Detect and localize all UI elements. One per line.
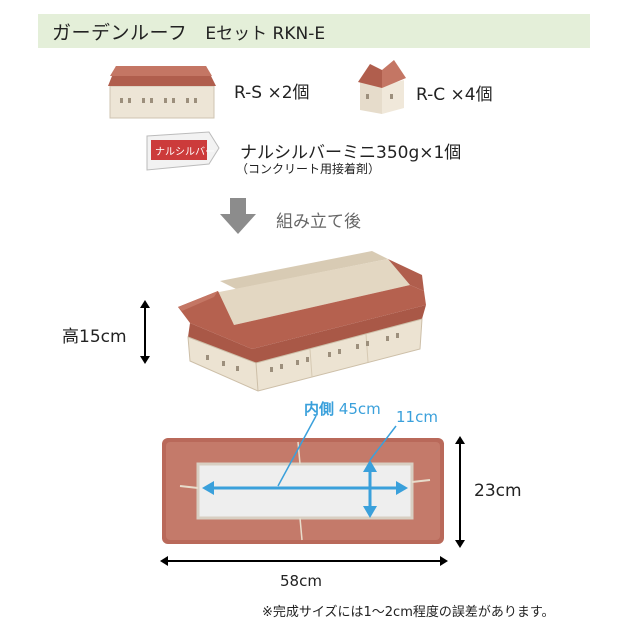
part-rs-label: R-S ×2個 (234, 83, 310, 103)
outer-depth-arrow (455, 436, 465, 548)
adhesive-tube-text: ナルシルバー (155, 146, 215, 158)
product-code: Eセット RKN-E (205, 23, 326, 44)
inner-length-label: 内側 45cm (304, 398, 381, 419)
title-bar: ガーデンルーフ Eセット RKN-E (38, 14, 590, 48)
product-title: ガーデンルーフ (52, 21, 188, 44)
assembly-label: 組み立て後 (276, 212, 361, 232)
part-rs-image (108, 66, 216, 119)
adhesive-tube-image: ナルシルバー (146, 131, 220, 171)
part-rc-label: R-C ×4個 (416, 85, 493, 105)
inner-length-value: 45cm (338, 400, 381, 418)
outer-length-arrow (160, 556, 448, 566)
adhesive-label: ナルシルバーミニ350g×1個 (240, 143, 462, 163)
inner-width-arrow (363, 460, 377, 518)
inner-length-arrow (202, 481, 408, 495)
leader-lines (277, 415, 397, 487)
down-arrow-icon (220, 198, 256, 234)
height-arrow (140, 300, 150, 364)
part-rc-image (358, 60, 406, 114)
inner-width-label: 11cm (396, 408, 438, 426)
assembled-planter-image (178, 251, 426, 392)
outer-depth-label: 23cm (474, 481, 522, 501)
adhesive-note: （コンクリート用接着剤） (236, 162, 381, 176)
inner-length-prefix: 内側 (304, 400, 335, 418)
height-label: 高15cm (62, 327, 127, 347)
outer-length-label: 58cm (280, 572, 322, 590)
footnote: ※完成サイズには1～2cm程度の誤差があります。 (262, 605, 555, 620)
